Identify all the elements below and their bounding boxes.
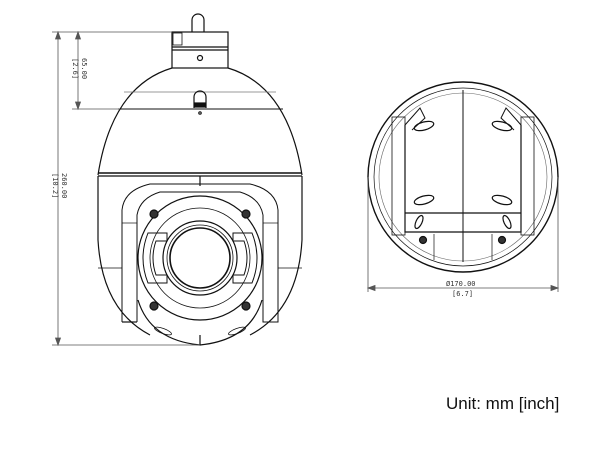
side-view <box>97 13 303 346</box>
diameter-inch: [6.7] <box>452 290 473 298</box>
diameter-dimension <box>366 177 560 292</box>
height-dimensions <box>52 30 200 347</box>
diameter-mm: Ø170.00 <box>446 280 476 288</box>
total-height-inch: [10.2] <box>51 173 59 198</box>
mount-height-inch: [2.6] <box>71 58 79 79</box>
top-view <box>367 81 559 273</box>
total-height-mm: 260.00 <box>60 173 68 198</box>
unit-label: Unit: mm [inch] <box>446 394 560 413</box>
mount-height-mm: 65.00 <box>80 58 88 79</box>
